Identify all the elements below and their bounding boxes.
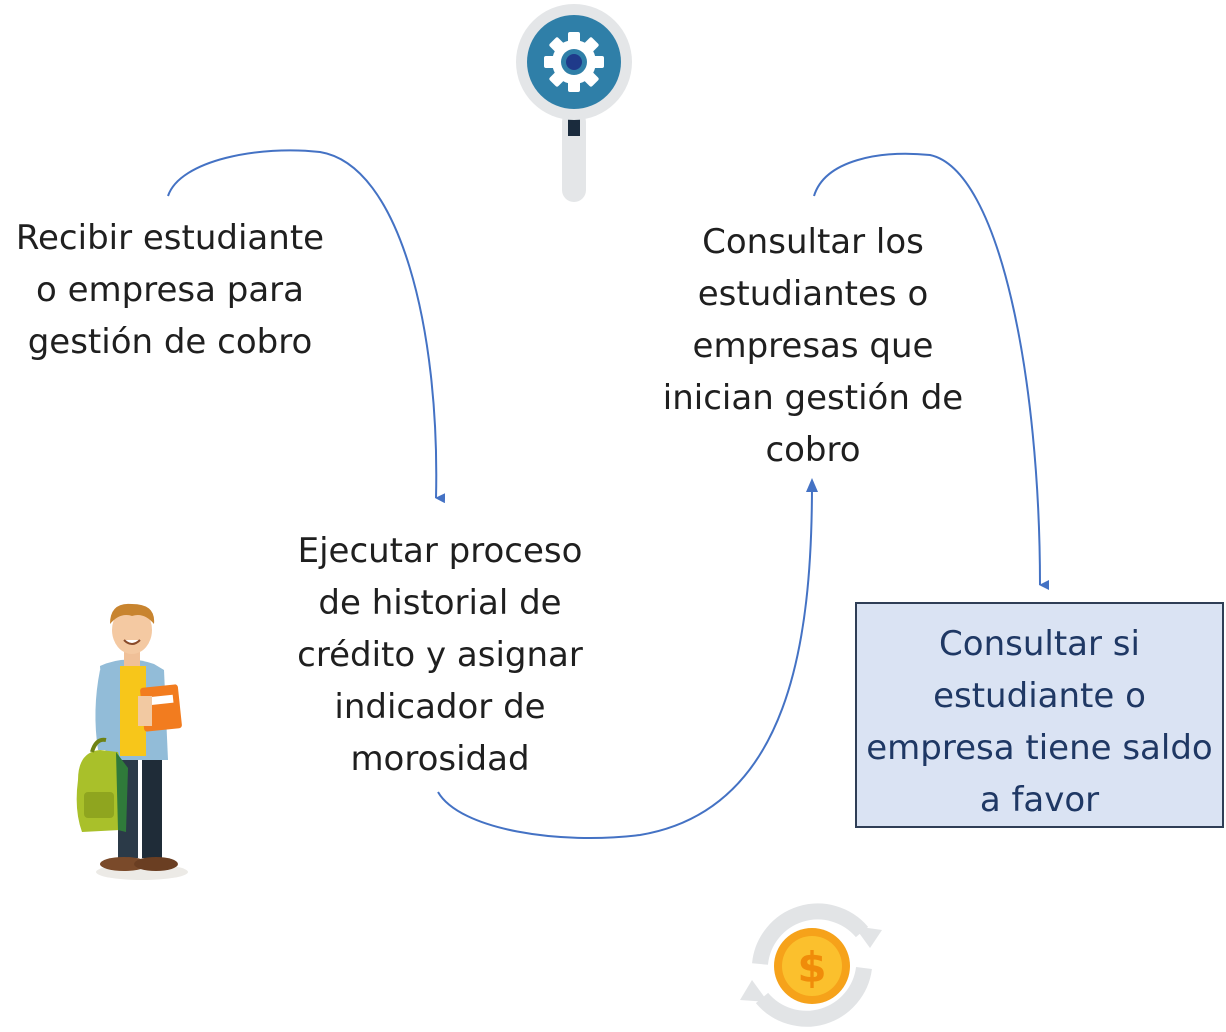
step-line: de historial de	[318, 583, 562, 623]
arrowhead-step3	[806, 478, 818, 492]
step-line: estudiantes o	[697, 274, 929, 314]
student-illustration	[76, 603, 188, 880]
step-line: morosidad	[350, 739, 530, 779]
step-check-balance-box: Consultar si estudiante o empresa tiene …	[855, 602, 1224, 828]
step-line: gestión de cobro	[27, 322, 313, 362]
arrow-step1-to-step2	[167, 149, 446, 504]
step-line: Consultar los	[702, 222, 924, 262]
step-line: crédito y asignar	[297, 635, 583, 675]
step-line: Consultar si	[939, 624, 1140, 664]
arrow-step3-to-step4	[813, 152, 1050, 590]
step-line: empresa tiene saldo	[866, 728, 1213, 768]
step-consult-collections: Consultar los estudiantes o empresas que…	[648, 216, 978, 476]
step-line: Recibir estudiante	[15, 218, 325, 258]
arrow-step2-to-step3	[437, 483, 813, 840]
step-line: a favor	[979, 780, 1100, 820]
magnifier-gear-icon	[516, 4, 632, 202]
step-credit-history: Ejecutar proceso de historial de crédito…	[280, 525, 600, 785]
step-line: indicador de	[334, 687, 546, 727]
step-line: o empresa para	[36, 270, 304, 310]
step-line: Ejecutar proceso	[297, 531, 583, 571]
step-line: inician gestión de	[662, 378, 964, 418]
step-line: cobro	[765, 430, 861, 470]
svg-text:$: $	[797, 943, 826, 992]
coin-cycle-icon: $	[740, 903, 882, 1027]
step-receive-student: Recibir estudiante o empresa para gestió…	[0, 212, 340, 368]
step-line: estudiante o	[933, 676, 1146, 716]
step-line: empresas que	[692, 326, 934, 366]
